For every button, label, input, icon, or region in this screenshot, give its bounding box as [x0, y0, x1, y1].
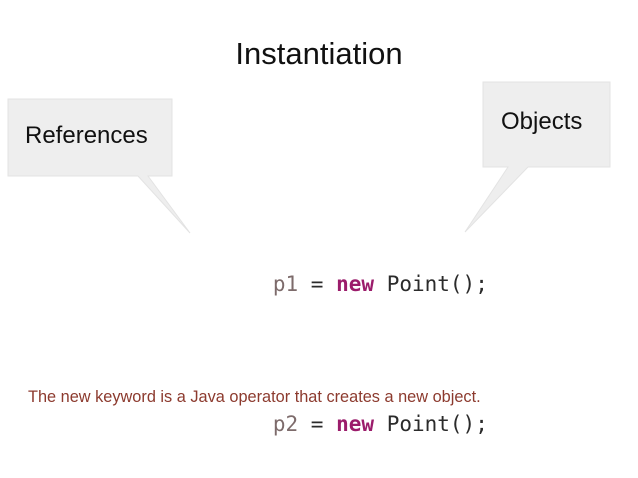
code-punctuation: ();: [449, 412, 488, 436]
code-operator: =: [298, 272, 337, 296]
code-variable: p1: [272, 272, 299, 296]
code-keyword-new: new: [336, 272, 375, 296]
callout-objects-shape: [464, 81, 611, 233]
page-title: Instantiation: [235, 36, 403, 71]
code-space: [374, 272, 387, 296]
code-space: [374, 412, 387, 436]
code-type: Point: [386, 272, 450, 296]
code-keyword-new: new: [336, 412, 375, 436]
callout-objects-label: Objects: [501, 108, 583, 135]
callout-references-label: References: [25, 122, 148, 149]
caption-text: The new keyword is a Java operator that …: [28, 387, 481, 406]
code-type: Point: [386, 412, 450, 436]
callout-objects: [464, 81, 611, 233]
code-operator: =: [298, 412, 337, 436]
callout-references-shape: [7, 98, 191, 234]
callout-references: [7, 98, 191, 234]
code-punctuation: ();: [449, 272, 488, 296]
code-block: p1 = new Point(); p2 = new Point(); p3 =…: [197, 186, 488, 478]
code-variable: p2: [272, 412, 299, 436]
code-line: p1 = new Point();: [197, 242, 488, 326]
code-line: p2 = new Point();: [197, 382, 488, 466]
